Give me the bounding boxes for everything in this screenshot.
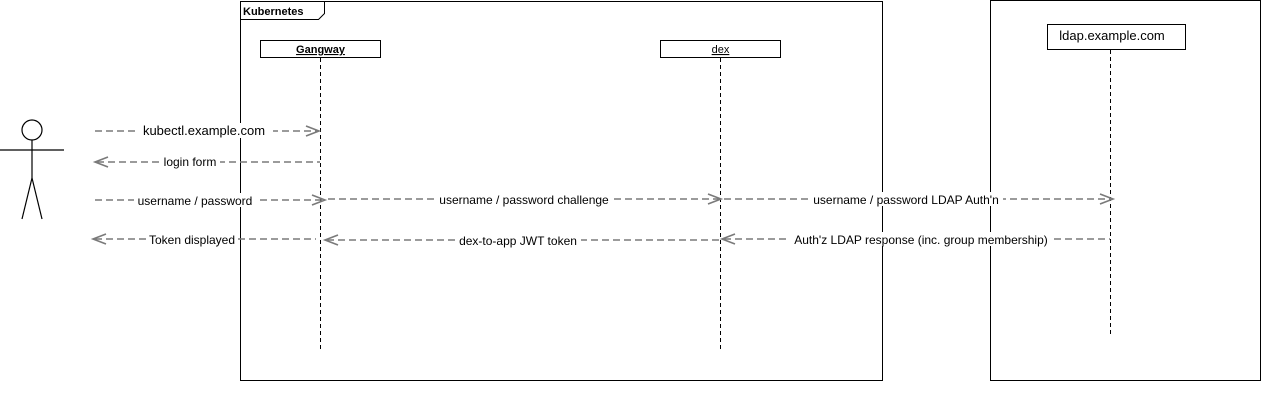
message-arrow: username / password bbox=[95, 193, 328, 208]
frame-title: Kubernetes bbox=[243, 6, 304, 18]
message-label: Auth'z LDAP response (inc. group members… bbox=[794, 233, 1048, 247]
message-label: username / password bbox=[138, 194, 253, 208]
message-arrow: username / password LDAP Auth'n bbox=[724, 192, 1116, 207]
participant-label: dex bbox=[712, 44, 730, 56]
kubernetes-frame: Kubernetes bbox=[240, 1, 883, 381]
message-label: login form bbox=[164, 155, 217, 169]
message-arrow: kubectl.example.com bbox=[95, 123, 322, 138]
message-arrow: login form bbox=[92, 155, 320, 169]
message-label: username / password LDAP Auth'n bbox=[813, 193, 999, 207]
participant-ldap: ldap.example.com bbox=[1047, 24, 1186, 50]
participant-label: Gangway bbox=[296, 44, 346, 56]
message-label: kubectl.example.com bbox=[143, 123, 265, 138]
ldap-frame bbox=[990, 0, 1261, 381]
participant-gangway: Gangway bbox=[260, 40, 381, 58]
participant-dex: dex bbox=[660, 40, 781, 58]
message-arrow: Auth'z LDAP response (inc. group members… bbox=[719, 232, 1110, 247]
message-label: Token displayed bbox=[149, 233, 235, 247]
message-label: username / password challenge bbox=[439, 193, 609, 207]
message-arrow: Token displayed bbox=[90, 232, 316, 247]
user-actor-icon bbox=[0, 119, 64, 220]
message-arrow: dex-to-app JWT token bbox=[322, 233, 720, 248]
message-arrow: username / password challenge bbox=[328, 192, 724, 207]
message-label: dex-to-app JWT token bbox=[459, 234, 577, 248]
participant-label: ldap.example.com bbox=[1059, 28, 1165, 43]
